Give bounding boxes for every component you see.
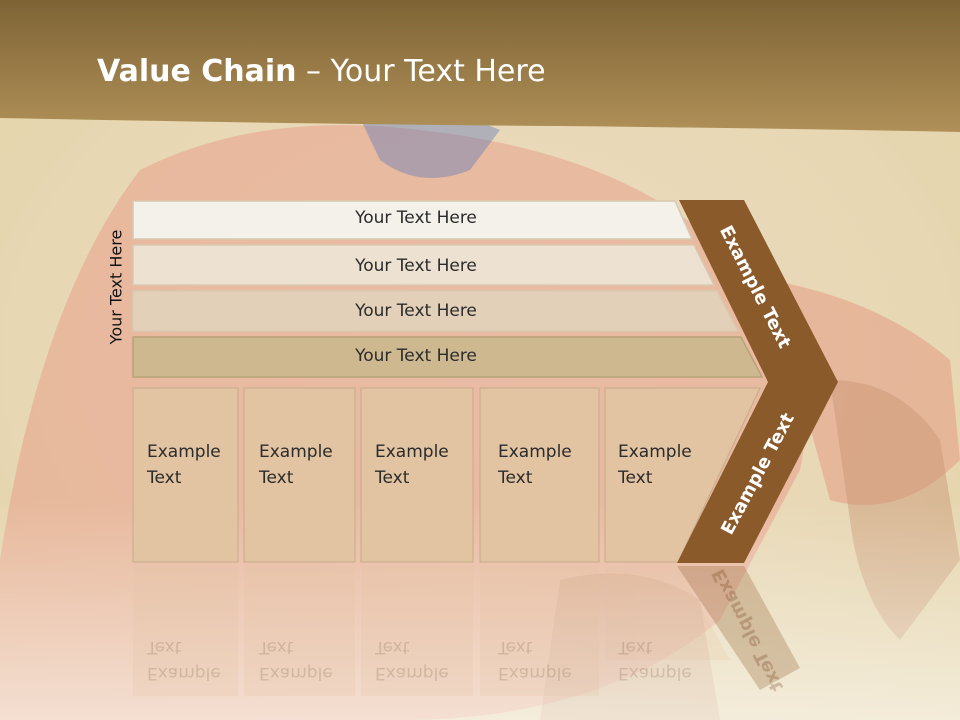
reflection-text-5: Example Text bbox=[618, 637, 692, 683]
cell-label-4: Example Text bbox=[498, 442, 572, 488]
cell-2 bbox=[243, 387, 356, 563]
cell-label-1: Example Text bbox=[147, 442, 221, 488]
row-bar-1 bbox=[132, 200, 694, 240]
title-bold: Value Chain bbox=[97, 54, 297, 89]
row-label-3: Your Text Here bbox=[355, 301, 477, 321]
chevron-arrow bbox=[677, 200, 838, 563]
reflection-text-1: Example Text bbox=[147, 637, 221, 683]
title-rest: – Your Text Here bbox=[296, 54, 546, 89]
cell-label-5: Example Text bbox=[618, 442, 692, 488]
row-bar-2 bbox=[132, 244, 716, 286]
reflection-text-4: Example Text bbox=[498, 637, 572, 683]
cell-label-3: Example Text bbox=[375, 442, 449, 488]
row-label-4: Your Text Here bbox=[355, 346, 477, 366]
cell-1 bbox=[132, 387, 239, 563]
row-bar-4 bbox=[132, 336, 764, 378]
reflection-text-3: Example Text bbox=[375, 637, 449, 683]
row-label-2: Your Text Here bbox=[355, 256, 477, 276]
row-bar-3 bbox=[132, 290, 740, 332]
cell-4 bbox=[479, 387, 600, 563]
slide-title: Value Chain – Your Text Here bbox=[97, 54, 546, 89]
row-label-1: Your Text Here bbox=[355, 208, 477, 228]
reflection-text-2: Example Text bbox=[259, 637, 333, 683]
cell-label-2: Example Text bbox=[259, 442, 333, 488]
cell-3 bbox=[360, 387, 474, 563]
